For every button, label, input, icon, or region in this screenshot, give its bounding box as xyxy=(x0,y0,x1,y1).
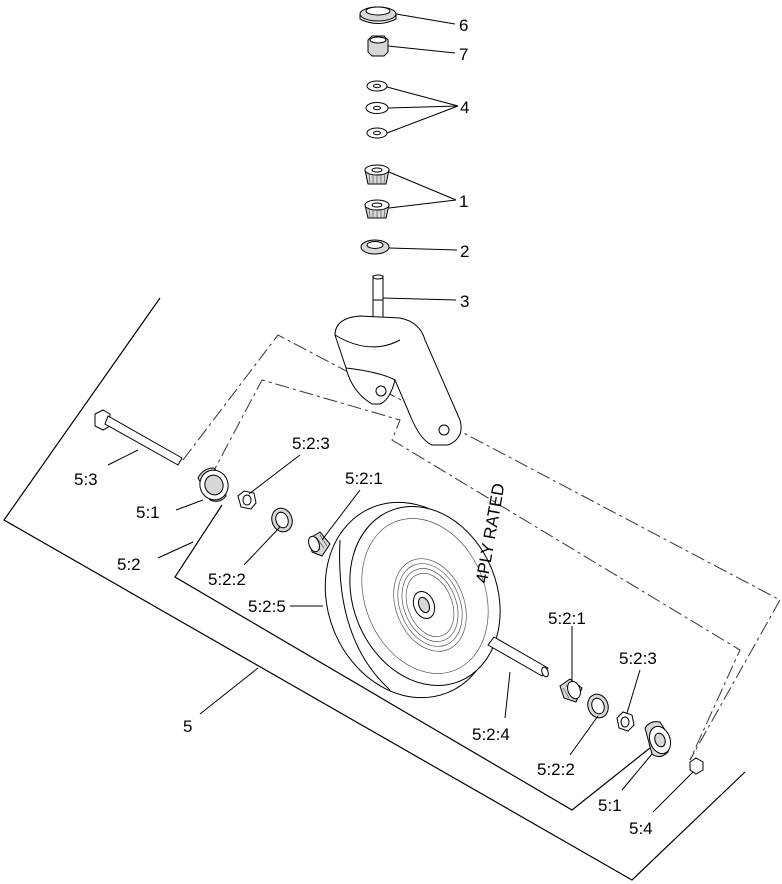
callout-5-2-2-left: 5:2:2 xyxy=(208,570,246,589)
part-5-2-4-axle-tube xyxy=(487,636,549,678)
part-5-3-bolt xyxy=(94,409,183,466)
part-1-bearing-cones xyxy=(364,164,390,219)
callout-2: 2 xyxy=(460,242,469,261)
callout-7: 7 xyxy=(459,45,468,64)
tire-sidewall-marking: 4PLY RATED xyxy=(472,482,508,585)
callout-5-2-4: 5:2:4 xyxy=(472,725,510,744)
callout-5-2: 5:2 xyxy=(117,555,141,574)
callout-6: 6 xyxy=(459,16,468,35)
part-5-1-spacer-right xyxy=(644,721,672,758)
callout-5-2-1-right: 5:2:1 xyxy=(548,609,586,628)
callout-3: 3 xyxy=(460,292,469,311)
assembly-5-2-bracket xyxy=(174,504,661,811)
part-2-seal xyxy=(360,239,390,255)
callout-5: 5 xyxy=(183,717,192,736)
part-5-2-1-bearing-left xyxy=(308,531,331,557)
callout-5-2-1-top: 5:2:1 xyxy=(345,469,383,488)
callout-5-2-2-right: 5:2:2 xyxy=(537,760,575,779)
alignment-lines xyxy=(182,334,781,761)
part-3-fork xyxy=(334,274,462,446)
part-5-2-2-seal-right xyxy=(587,693,609,719)
part-5-2-3-nut-right xyxy=(616,711,635,732)
callout-5-1-left: 5:1 xyxy=(136,503,160,522)
part-6-dust-cap xyxy=(359,6,397,24)
part-4-washers xyxy=(365,80,389,139)
callout-1: 1 xyxy=(459,192,468,211)
leader-lines xyxy=(107,13,694,813)
callout-labels: 6 7 4 1 2 3 5:3 5:2:3 5:2:1 5:1 5:2 5:2:… xyxy=(74,16,657,838)
part-5-2-5-wheel: 4PLY RATED xyxy=(324,482,508,699)
part-5-2-2-seal-left xyxy=(271,507,293,533)
callout-5-4: 5:4 xyxy=(629,819,653,838)
callout-5-2-3-top: 5:2:3 xyxy=(292,434,330,453)
part-5-2-1-bearing-right xyxy=(559,678,583,703)
assembly-5-bracket xyxy=(3,297,746,881)
part-7-nut xyxy=(367,35,389,57)
callout-5-1-right: 5:1 xyxy=(598,796,622,815)
part-5-1-spacer-left xyxy=(197,467,229,502)
callout-5-2-5: 5:2:5 xyxy=(248,597,286,616)
callout-4: 4 xyxy=(460,98,469,117)
callout-5-2-3-right: 5:2:3 xyxy=(619,649,657,668)
callout-5-3: 5:3 xyxy=(74,470,98,489)
part-5-4-fitting xyxy=(689,757,704,775)
part-5-2-3-nut-left xyxy=(237,490,257,510)
